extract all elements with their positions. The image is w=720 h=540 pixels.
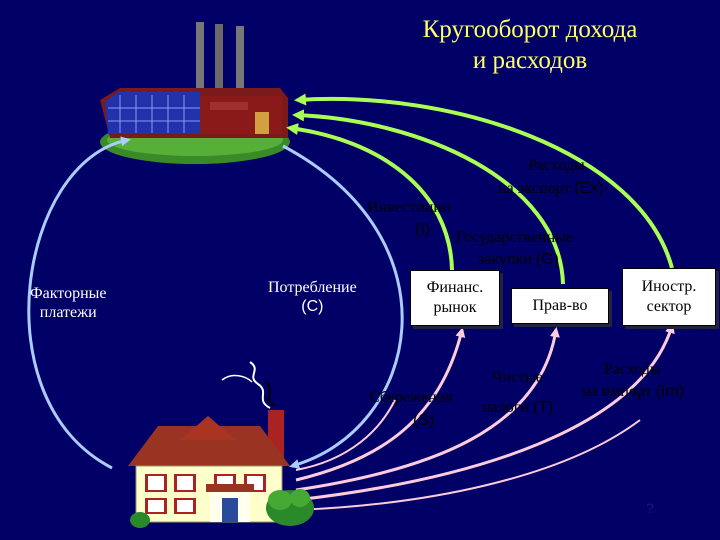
- government-purchases-label-line-1: Государственные: [456, 229, 573, 246]
- import-label-line-2: на импорт (Im): [582, 383, 685, 400]
- factor-payments-arrow: [27, 136, 131, 470]
- factory-icon: [100, 22, 290, 164]
- title-line-2: и расходов: [472, 47, 588, 74]
- page-number: ?: [646, 500, 654, 516]
- foreign-sector-box: Иностр. сектор: [622, 268, 716, 326]
- financial-market-box: Финанс. рынок: [410, 270, 500, 326]
- smoke-icon: [221, 361, 275, 409]
- page-title: Кругооборот дохода и расходов: [360, 14, 700, 76]
- export-label-line-2: на экспорт (Ex): [498, 180, 604, 197]
- house-icon: [128, 410, 290, 523]
- government-purchases-label-line-2: закупки (G): [478, 251, 559, 268]
- investment-symbol: (I): [415, 221, 431, 238]
- consumption-label: Потребление (C): [268, 279, 357, 315]
- title-line-1: Кругооборот дохода: [422, 16, 638, 43]
- export-arrow: [294, 93, 674, 269]
- taxes-arrow: [295, 327, 560, 492]
- savings-symbol: (S): [413, 412, 435, 429]
- investment-arrow: [286, 123, 454, 271]
- net-taxes-label-line-2: налоги (T): [482, 399, 554, 416]
- import-label-line-1: Расходы: [604, 361, 661, 378]
- savings-label: Сбережения: [369, 389, 453, 406]
- savings-arrow: [295, 327, 466, 482]
- export-label-line-1: Расходы: [528, 157, 585, 174]
- factor-payments-label: Факторные платежи: [30, 285, 107, 321]
- net-taxes-label-line-1: Чистые: [492, 369, 543, 386]
- bush-icon: [130, 489, 314, 528]
- flow-lines: [295, 399, 641, 511]
- investment-label: Инвестиции: [367, 199, 451, 216]
- consumption-arrow: [282, 144, 404, 469]
- government-purchases-arrow: [292, 109, 565, 285]
- imports-arrow: [295, 323, 675, 502]
- government-box: Прав-во: [511, 288, 609, 324]
